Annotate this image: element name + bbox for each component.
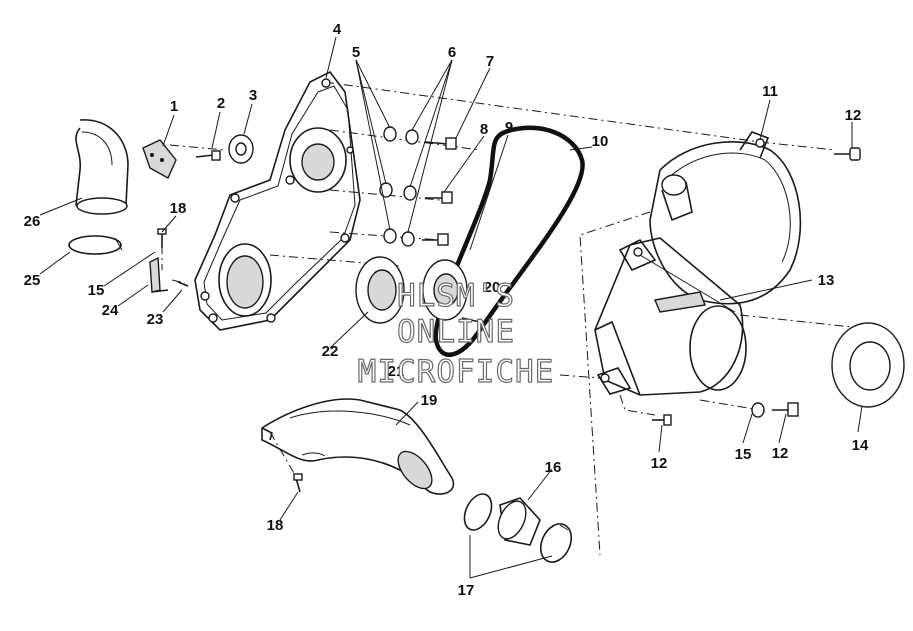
callout-18-upper: 18 xyxy=(170,200,187,217)
callout-25: 25 xyxy=(24,272,41,289)
leader-lines xyxy=(39,36,863,579)
part-2-screw xyxy=(195,150,221,161)
callout-12-lower-left: 12 xyxy=(651,455,668,472)
part-10-drive-belt xyxy=(433,125,585,357)
callout-8: 8 xyxy=(480,121,488,138)
part-1-bracket xyxy=(142,139,177,179)
part-25-hose-clamp xyxy=(68,235,123,255)
alignment-lines xyxy=(161,81,881,556)
callout-15-left: 15 xyxy=(88,282,105,299)
callout-16: 16 xyxy=(545,459,562,476)
part-18-screw-lower xyxy=(293,473,303,493)
callout-15-right: 15 xyxy=(735,446,752,463)
part-7-bolt xyxy=(424,137,457,150)
callout-20: 20 xyxy=(484,279,501,296)
part-16-coupling xyxy=(497,497,541,546)
part-22-seal xyxy=(355,256,405,324)
watermark-line-3: MICROFICHE xyxy=(358,354,555,390)
part-14-gasket-ring xyxy=(831,322,905,408)
part-23-screw xyxy=(177,281,189,287)
part-19-outlet-duct xyxy=(261,398,455,495)
watermark: HLSM'S ONLINE MICROFICHE xyxy=(357,277,555,390)
part-15-washer-right xyxy=(751,402,765,418)
callout-labels: 1 2 3 4 5 6 7 8 9 10 11 12 12 12 13 14 1… xyxy=(24,21,869,599)
callout-24: 24 xyxy=(102,302,119,319)
callout-18-lower: 18 xyxy=(267,517,284,534)
callout-1: 1 xyxy=(170,98,178,115)
callout-17: 17 xyxy=(458,582,475,599)
part-24-bracket xyxy=(149,256,169,293)
watermark-line-2: ONLINE xyxy=(397,314,515,350)
part-8-bolt xyxy=(425,191,453,204)
callout-3: 3 xyxy=(249,87,257,104)
callout-12-lower-right: 12 xyxy=(772,445,789,462)
callout-4: 4 xyxy=(333,21,342,38)
callout-9: 9 xyxy=(505,119,513,136)
callout-13: 13 xyxy=(818,272,835,289)
parts-5-6-washers xyxy=(379,126,419,247)
part-20-21-sprocket xyxy=(422,259,481,323)
part-17-clamp-left xyxy=(463,493,493,531)
part-3-spacer xyxy=(228,134,254,164)
watermark-line-1: HLSM'S xyxy=(397,278,515,314)
part-12-bolt-lower-right xyxy=(772,402,799,417)
callout-22: 22 xyxy=(322,343,339,360)
part-12-bolt-lower-left xyxy=(652,414,672,426)
callout-10: 10 xyxy=(592,133,609,150)
part-11-outer-cover xyxy=(649,131,802,305)
callout-14: 14 xyxy=(852,437,869,454)
callout-6: 6 xyxy=(448,44,456,61)
callout-5: 5 xyxy=(352,44,360,61)
callout-23: 23 xyxy=(147,311,164,328)
part-17-clamp-right xyxy=(539,523,573,563)
part-lower-bolt xyxy=(422,233,449,246)
callout-2: 2 xyxy=(217,95,225,112)
part-13-clutch-housing xyxy=(594,237,747,396)
callout-26: 26 xyxy=(24,213,41,230)
callout-21: 21 xyxy=(388,363,405,380)
callout-7: 7 xyxy=(486,53,494,70)
callout-19: 19 xyxy=(421,392,438,409)
part-26-elbow-duct xyxy=(75,119,129,215)
callout-11: 11 xyxy=(762,83,778,100)
callout-12-upper: 12 xyxy=(845,107,862,124)
part-4-backing-plate xyxy=(194,70,361,331)
part-12-bolt-upper xyxy=(834,147,861,161)
